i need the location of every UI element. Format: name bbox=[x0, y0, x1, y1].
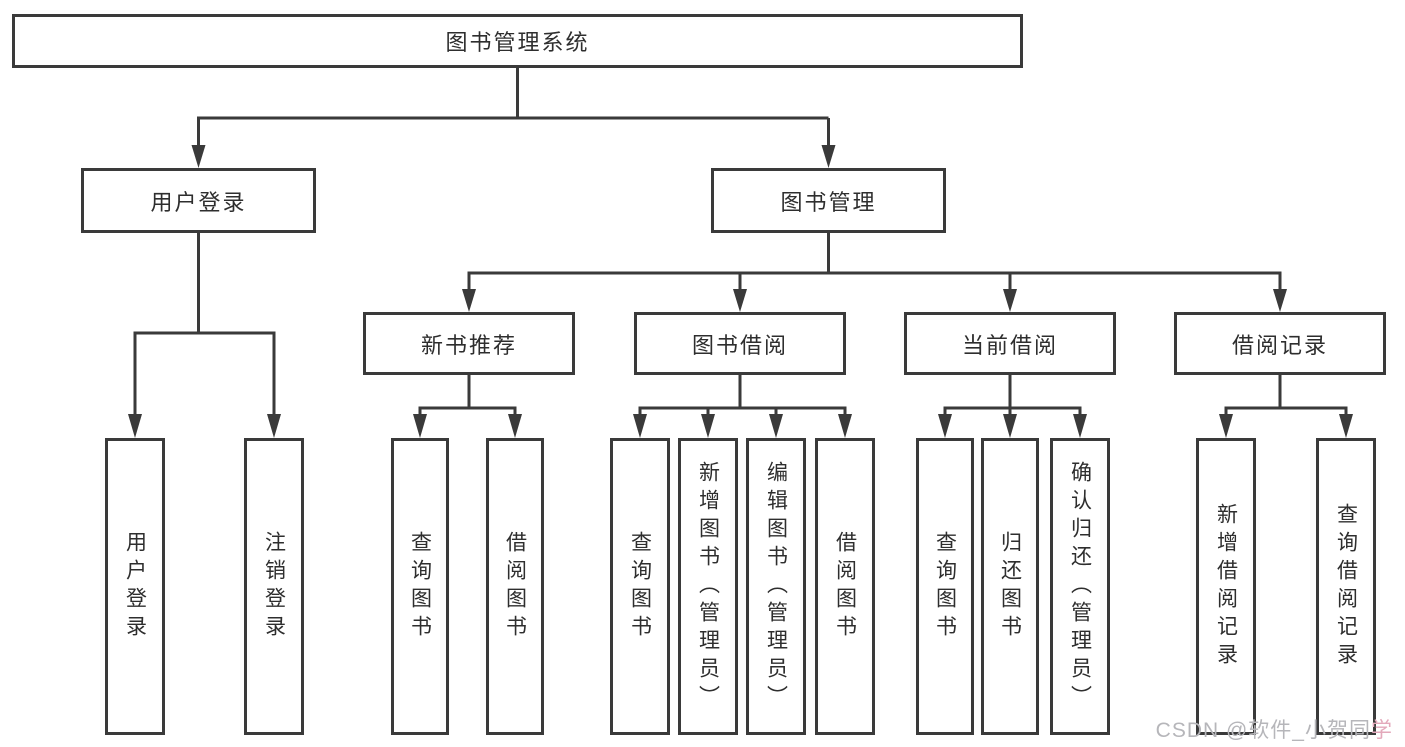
leaf-user-login: 用户登录 bbox=[105, 438, 165, 735]
arrowheads-user-login bbox=[128, 414, 281, 438]
node-user-login: 用户登录 bbox=[81, 168, 316, 233]
arrowheads-book-borrow bbox=[633, 414, 852, 438]
connector-current-borrow-to-leaves bbox=[943, 375, 1082, 418]
connector-user-login-to-leaves bbox=[133, 233, 276, 418]
leaf-label: 查询图书 bbox=[408, 530, 432, 643]
arrowheads-borrow-records bbox=[1219, 414, 1353, 438]
connector-root-to-level2 bbox=[197, 68, 830, 150]
leaf-label: 用户登录 bbox=[123, 530, 147, 643]
node-label: 借阅记录 bbox=[1231, 332, 1328, 358]
node-book-borrow: 图书借阅 bbox=[634, 312, 846, 375]
arrowheads-current-borrow bbox=[938, 414, 1087, 438]
leaf-logout: 注销登录 bbox=[244, 438, 304, 735]
node-borrow-records: 借阅记录 bbox=[1174, 312, 1386, 375]
leaf-nb-borrow-books: 借阅图书 bbox=[486, 438, 544, 735]
leaf-label: 确认归还（管理员） bbox=[1068, 460, 1092, 713]
node-label: 用户登录 bbox=[150, 189, 247, 215]
watermark-text-pink: 学 bbox=[1371, 719, 1393, 742]
leaf-bb-edit-books-admin: 编辑图书（管理员） bbox=[746, 438, 806, 735]
leaf-br-query-record: 查询借阅记录 bbox=[1316, 438, 1376, 735]
node-label: 图书管理系统 bbox=[445, 30, 590, 55]
connector-book-mgmt-to-level3 bbox=[467, 233, 1282, 292]
arrowheads-new-books bbox=[413, 414, 522, 438]
leaf-label: 归还图书 bbox=[998, 530, 1022, 643]
leaf-nb-query-books: 查询图书 bbox=[391, 438, 449, 735]
leaf-label: 查询借阅记录 bbox=[1334, 502, 1358, 671]
arrowheads-level3 bbox=[462, 289, 1287, 312]
leaf-cb-query-books: 查询图书 bbox=[916, 438, 974, 735]
node-new-book-recommend: 新书推荐 bbox=[363, 312, 575, 375]
connector-new-books-to-leaves bbox=[418, 375, 517, 418]
node-label: 新书推荐 bbox=[420, 332, 517, 358]
leaf-label: 新增图书（管理员） bbox=[696, 460, 720, 713]
node-library-management-system: 图书管理系统 bbox=[12, 14, 1023, 68]
leaf-label: 注销登录 bbox=[262, 530, 286, 643]
leaf-br-add-record: 新增借阅记录 bbox=[1196, 438, 1256, 735]
leaf-bb-add-books-admin: 新增图书（管理员） bbox=[678, 438, 738, 735]
connector-borrow-records-to-leaves bbox=[1224, 375, 1348, 418]
connector-book-borrow-to-leaves bbox=[638, 375, 847, 418]
node-book-management: 图书管理 bbox=[711, 168, 946, 233]
arrowheads-level2 bbox=[191, 145, 836, 168]
node-label: 当前借阅 bbox=[961, 332, 1058, 358]
leaf-label: 查询图书 bbox=[933, 530, 957, 643]
node-label: 图书管理 bbox=[780, 189, 877, 215]
watermark-text: CSDN @软件_小贺同 bbox=[1155, 719, 1371, 742]
leaf-label: 编辑图书（管理员） bbox=[764, 460, 788, 713]
leaf-label: 查询图书 bbox=[628, 530, 652, 643]
leaf-bb-query-books: 查询图书 bbox=[610, 438, 670, 735]
leaf-cb-confirm-return-admin: 确认归还（管理员） bbox=[1050, 438, 1110, 735]
node-current-borrow: 当前借阅 bbox=[904, 312, 1116, 375]
leaf-cb-return-books: 归还图书 bbox=[981, 438, 1039, 735]
leaf-label: 新增借阅记录 bbox=[1214, 502, 1238, 671]
node-label: 图书借阅 bbox=[691, 332, 788, 358]
csdn-watermark: CSDN @软件_小贺同学 bbox=[1156, 714, 1393, 744]
leaf-label: 借阅图书 bbox=[833, 530, 857, 643]
leaf-label: 借阅图书 bbox=[503, 530, 527, 643]
leaf-bb-borrow-books: 借阅图书 bbox=[815, 438, 875, 735]
